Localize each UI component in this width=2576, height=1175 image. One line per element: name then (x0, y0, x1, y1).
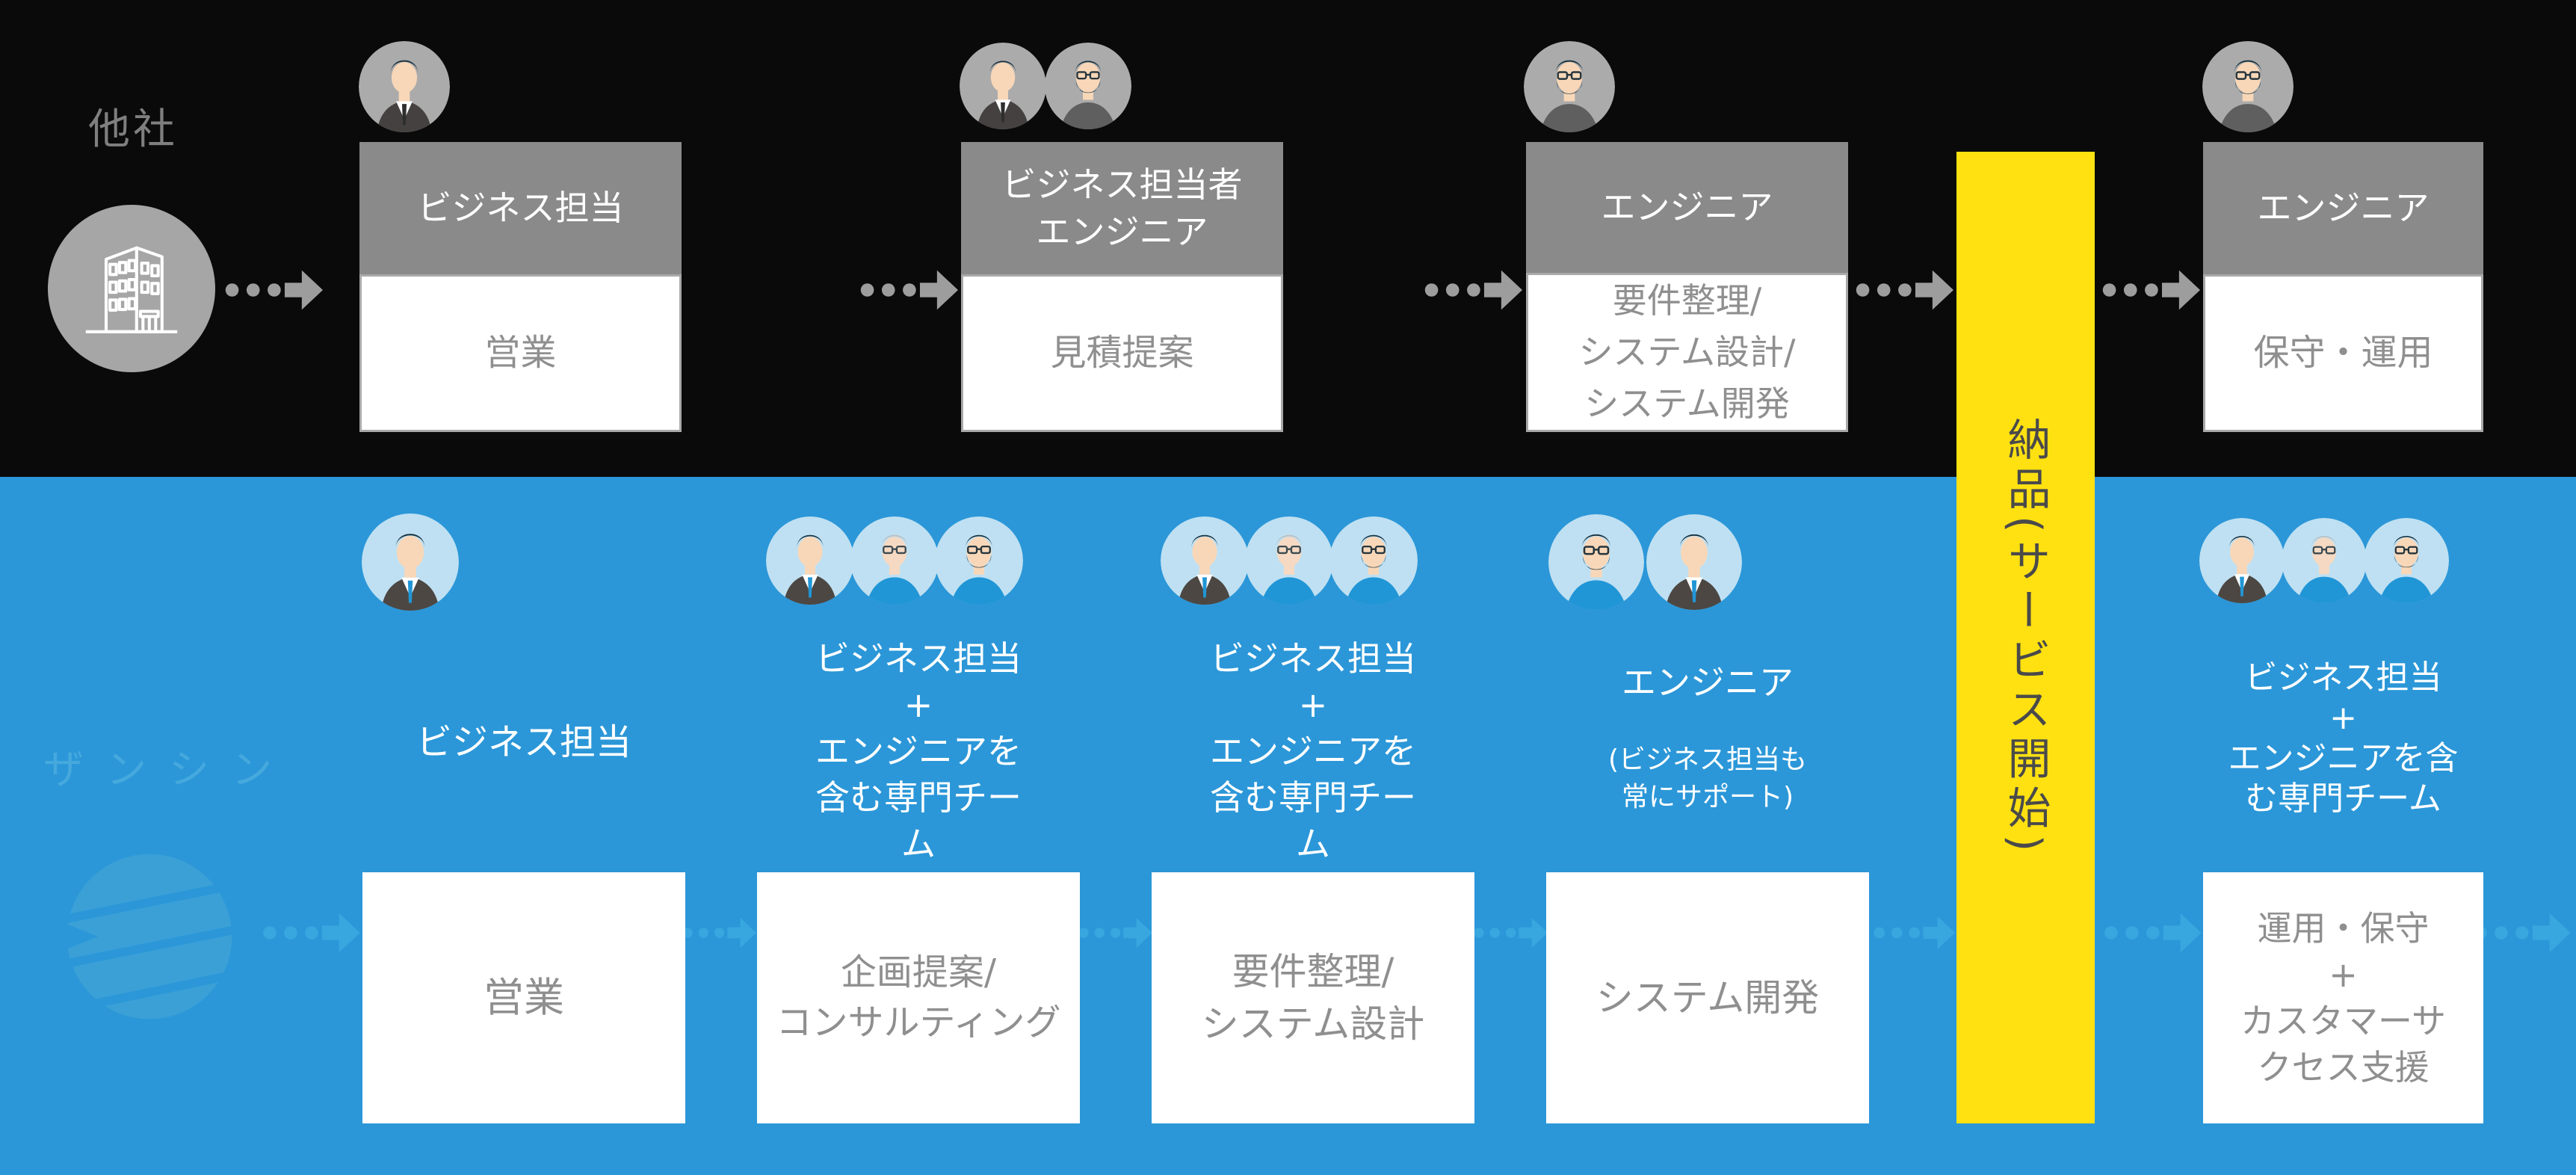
flow-arrow-icon (1473, 910, 1548, 955)
team-label: ビジネス担当 + エンジニアを含 む専門チーム (2228, 659, 2459, 818)
competitor-step-maintenance: エンジニア 保守・運用 (2203, 142, 2483, 432)
company-step-development: システム開発 (1546, 872, 1869, 1123)
senior-engineer-blue-avatar-icon (2282, 518, 2367, 603)
team-label: ビジネス担当 + エンジニアを 含む専門チー ム (1210, 638, 1416, 864)
step-avatars (1524, 41, 1615, 132)
engineer-gray-avatar-icon (1045, 43, 1131, 129)
step-role-header: ビジネス担当 (359, 142, 682, 274)
businessman-gray-avatar-icon (960, 43, 1046, 129)
team-label: エンジニア (1622, 662, 1794, 703)
team-label: ビジネス担当 (416, 721, 631, 763)
flow-arrow-icon (2101, 260, 2200, 320)
flow-arrow-icon (224, 260, 323, 320)
engineer-blue-avatar-icon (935, 516, 1023, 605)
businessman-blue-avatar-icon (2199, 518, 2285, 603)
flow-arrow-icon (682, 910, 756, 955)
businessman-blue-avatar-icon (362, 514, 459, 611)
businessman-blue-avatar-icon (1646, 514, 1742, 610)
flow-arrow-icon (2472, 907, 2571, 959)
step-role-header: エンジニア (1526, 142, 1848, 273)
team-note: (ビジネス担当も 常にサポート) (1607, 744, 1808, 812)
senior-engineer-blue-avatar-icon (1245, 516, 1333, 605)
engineer-gray-avatar-icon (1524, 41, 1615, 132)
flow-arrow-icon (1873, 908, 1955, 957)
delivery-banner: 納品(サービス開始) (1956, 152, 2095, 1123)
engineer-blue-avatar-icon (2364, 518, 2449, 603)
flow-arrow-icon (1078, 910, 1152, 955)
flow-arrow-icon (1424, 260, 1522, 320)
engineer-blue-avatar-icon (1548, 514, 1644, 610)
company-step-operation: 運用・保守 + カスタマーサ クセス支援 (2203, 872, 2483, 1123)
flow-arrow-icon (262, 907, 360, 959)
step-avatars (1548, 514, 1742, 610)
engineer-gray-avatar-icon (2202, 41, 2294, 132)
step-avatars (2202, 41, 2294, 132)
businessman-blue-avatar-icon (766, 516, 854, 605)
step-task: 営業 (359, 274, 682, 432)
company-step-planning: 企画提案/ コンサルティング (757, 872, 1080, 1123)
step-task: 保守・運用 (2203, 274, 2483, 432)
brand-watermark: ザンシン (43, 746, 294, 793)
company-step-sales: 営業 (362, 872, 685, 1123)
team-label: ビジネス担当 + エンジニアを 含む専門チー ム (815, 638, 1022, 864)
step-task: 見積提案 (961, 274, 1283, 432)
step-avatars (359, 41, 450, 132)
step-role-header: ビジネス担当者 エンジニア (961, 142, 1283, 274)
step-avatars (766, 516, 1023, 605)
businessman-blue-avatar-icon (1161, 516, 1249, 605)
client-company-badge (48, 205, 215, 372)
company-step-design: 要件整理/ システム設計 (1152, 872, 1474, 1123)
competitor-step-sales: ビジネス担当 営業 (359, 142, 682, 432)
step-avatars (960, 43, 1131, 129)
step-avatars (1161, 516, 1418, 605)
competitor-step-estimate: ビジネス担当者 エンジニア 見積提案 (961, 142, 1283, 432)
step-avatars (362, 514, 459, 611)
flow-arrow-icon (1855, 260, 1953, 320)
office-building-icon (85, 246, 178, 333)
zanshin-logo (62, 851, 237, 1026)
step-task: 要件整理/ システム設計/ システム開発 (1526, 273, 1848, 432)
competitor-step-development: エンジニア 要件整理/ システム設計/ システム開発 (1526, 142, 1848, 432)
flow-arrow-icon (859, 260, 958, 320)
step-avatars (2199, 518, 2449, 603)
competitor-lane-label: 他社 (88, 105, 178, 154)
businessman-gray-avatar-icon (359, 41, 450, 132)
flow-arrow-icon (2103, 907, 2202, 959)
step-role-header: エンジニア (2203, 142, 2483, 274)
engineer-blue-avatar-icon (1329, 516, 1418, 605)
senior-engineer-blue-avatar-icon (850, 516, 939, 605)
delivery-banner-text: 納品(サービス開始) (2000, 417, 2051, 858)
